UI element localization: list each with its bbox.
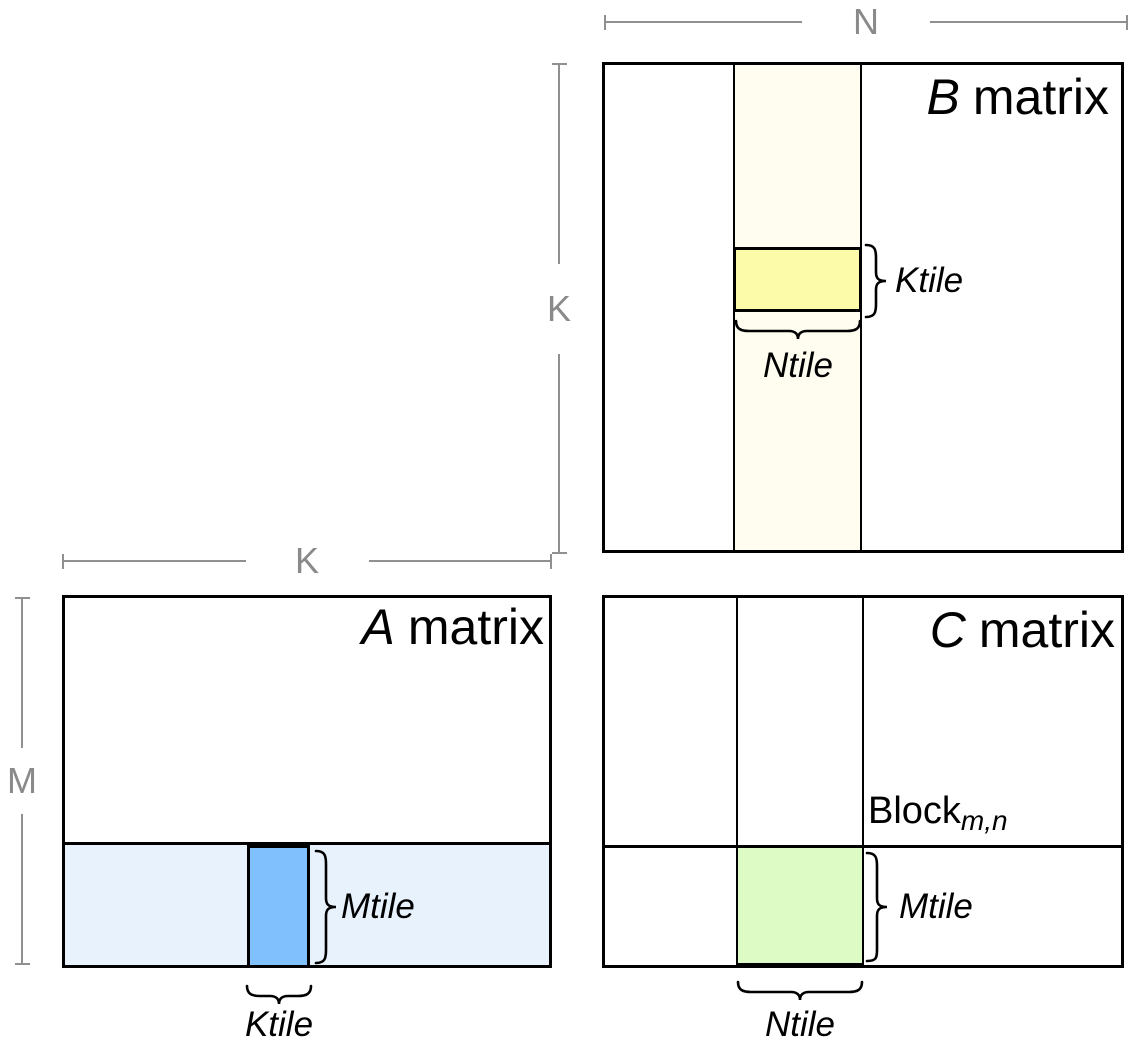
c-ntile-label: Ntile [764, 1005, 836, 1044]
b-ktile-label: Ktile [895, 261, 964, 300]
a-matrix-title-word: matrix [407, 599, 544, 655]
dimension-label-m: M [7, 760, 37, 801]
c-mtile-brace [865, 851, 888, 963]
dimension-line-n: N [604, 1, 1128, 42]
a-matrix-mtile-ktile-tile [247, 845, 310, 965]
b-ntile-label: Ntile [762, 346, 834, 385]
dimension-segment [21, 599, 23, 748]
b-matrix-title-letter: B [926, 69, 960, 125]
dimension-line-m: M [7, 597, 37, 965]
a-mtile-label: Mtile [341, 887, 415, 926]
a-ktile-brace [245, 984, 313, 1005]
a-mtile-brace [314, 849, 337, 965]
dimension-line-k-horizontal: K [62, 540, 552, 581]
c-matrix-result-tile [736, 845, 864, 965]
b-matrix-title-word: matrix [972, 69, 1109, 125]
dimension-label-n: N [853, 1, 879, 42]
dimension-segment [368, 560, 550, 562]
b-ktile-brace [864, 243, 887, 319]
dimension-tick [550, 553, 552, 569]
dimension-segment [21, 814, 23, 963]
a-matrix-title-letter: A [361, 599, 395, 655]
a-ktile-label: Ktile [244, 1005, 314, 1044]
c-block-label: Blockm,n [868, 792, 1008, 835]
dimension-segment [64, 560, 246, 562]
dimension-tick [551, 63, 567, 65]
dimension-tick [14, 597, 30, 599]
dimension-tick [1126, 14, 1128, 30]
b-ntile-brace [734, 319, 862, 340]
c-ntile-brace [736, 980, 864, 1001]
dimension-segment [606, 21, 802, 23]
b-matrix-ktile-ntile-tile [733, 247, 862, 312]
dimension-tick [14, 963, 30, 965]
c-matrix-title-letter: C [929, 602, 966, 658]
c-matrix-column-line-left [736, 598, 738, 965]
dimension-segment [558, 65, 560, 264]
dimension-line-k-vertical: K [547, 63, 571, 554]
c-matrix-column-line-right [862, 598, 864, 965]
dimension-segment [930, 21, 1126, 23]
c-block-base: Block [868, 790, 961, 832]
dimension-tick [604, 14, 606, 30]
c-matrix-title-word: matrix [978, 602, 1115, 658]
dimension-label-k-horizontal: K [294, 540, 319, 581]
dimension-tick [62, 553, 64, 569]
dimension-segment [558, 353, 560, 552]
dimension-label-k-vertical: K [547, 287, 572, 329]
c-block-subscript: m,n [960, 805, 1008, 836]
c-mtile-label: Mtile [899, 887, 973, 926]
dimension-tick [551, 552, 567, 554]
